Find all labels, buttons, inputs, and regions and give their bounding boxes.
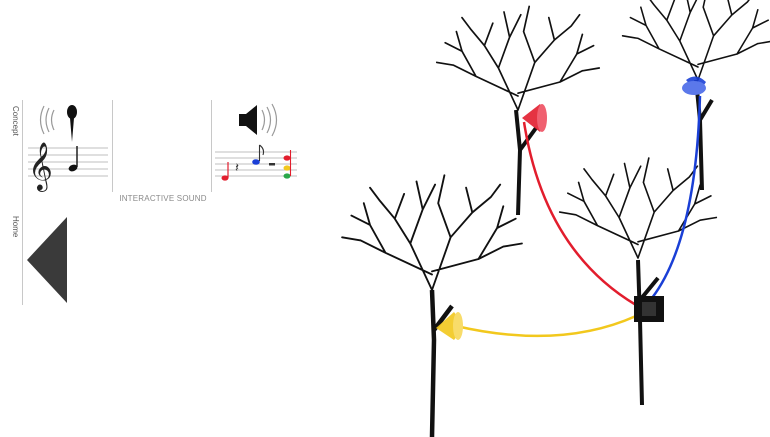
concept-microphone-panel: 𝄞 [28, 105, 108, 192]
blue-cable [651, 95, 702, 299]
speaker-icon [239, 105, 257, 135]
panel-divider-1 [112, 100, 113, 192]
concept-nav-label[interactable]: Concept [11, 106, 20, 136]
music-note-icon [68, 146, 78, 172]
music-staff [215, 151, 297, 177]
tree-4 [341, 174, 523, 437]
left-triangle-arrow-icon [27, 217, 67, 303]
panel-divider-2 [211, 100, 212, 192]
blue-horn-speaker-icon [682, 76, 706, 95]
yellow-cable [455, 314, 637, 338]
sound-waves-icon [39, 105, 55, 135]
rest-icon: 𝄽 [235, 161, 239, 176]
home-nav-label[interactable]: Home [11, 216, 20, 238]
home-back-arrow-button[interactable] [27, 217, 67, 303]
sound-waves-icon [261, 103, 278, 137]
tree-1 [435, 5, 601, 216]
left-divider [22, 100, 23, 305]
speaker-hub-box [634, 296, 664, 322]
red-horn-speaker-icon [522, 104, 547, 132]
tree-3 [558, 157, 718, 406]
red-note-icon [221, 162, 229, 181]
red-cable [522, 121, 637, 307]
blue-note-icon [252, 144, 265, 165]
half-rest-icon [269, 163, 275, 166]
microphone-icon [67, 105, 77, 142]
blank-panel [113, 100, 210, 192]
interactive-speaker-panel: 𝄽 [215, 103, 297, 181]
interactive-sound-caption: INTERACTIVE SOUND [119, 194, 207, 203]
yellow-horn-speaker-icon [436, 312, 463, 340]
trees-sound-scene [341, 0, 770, 437]
music-staff [28, 147, 108, 177]
chord-notes-icon [283, 150, 292, 179]
treble-clef-icon: 𝄞 [28, 141, 53, 192]
